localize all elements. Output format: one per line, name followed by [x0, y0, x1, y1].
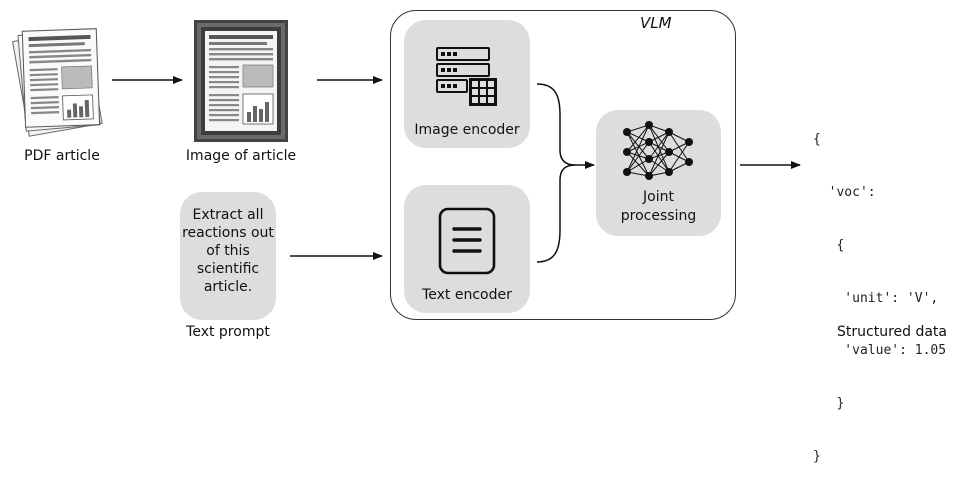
text-prompt-label: Text prompt — [186, 324, 270, 340]
connector-image-encoder — [536, 83, 576, 166]
documents-icon — [12, 28, 103, 137]
json-line: } — [813, 448, 821, 464]
prompt-line: Extract all — [192, 207, 264, 223]
image-of-article-label: Image of article — [185, 148, 297, 164]
text-encoder-box: Text encoder — [404, 185, 530, 313]
neural-network-icon — [623, 121, 693, 180]
document-lines-icon — [438, 207, 496, 275]
structured-data-label: Structured data — [837, 324, 947, 340]
joint-label-line: processing — [620, 208, 697, 224]
json-line: { — [813, 132, 821, 148]
prompt-line: scientific — [196, 261, 260, 277]
prompt-line: reactions out — [182, 225, 274, 241]
text-encoder-label: Text encoder — [422, 287, 512, 303]
image-encoder-label: Image encoder — [414, 122, 520, 138]
json-line: { — [813, 237, 845, 253]
framed-article-icon — [194, 20, 288, 142]
joint-label-line: Joint — [643, 189, 674, 205]
prompt-line: of this — [206, 243, 250, 259]
connector-text-encoder — [536, 164, 576, 263]
vlm-container — [390, 10, 736, 320]
image-encoder-box: Image encoder — [404, 20, 530, 148]
joint-processing-label: Joint processing — [596, 188, 721, 226]
prompt-line: article. — [203, 279, 253, 295]
json-line: 'voc': — [813, 184, 876, 200]
text-prompt-box: Extract all reactions out of this scient… — [180, 192, 276, 320]
json-line: 'unit': 'V', — [813, 290, 939, 306]
vlm-title: VLM — [640, 14, 672, 32]
server-grid-icon — [436, 47, 497, 106]
joint-processing-box: Joint processing — [596, 110, 721, 236]
json-line: } — [813, 396, 845, 412]
structured-data-json: { 'voc': { 'unit': 'V', 'value': 1.05 } … — [813, 96, 946, 483]
json-line: 'value': 1.05 — [813, 343, 947, 359]
connector-layer — [112, 76, 801, 263]
pdf-article-label: PDF article — [24, 148, 100, 164]
